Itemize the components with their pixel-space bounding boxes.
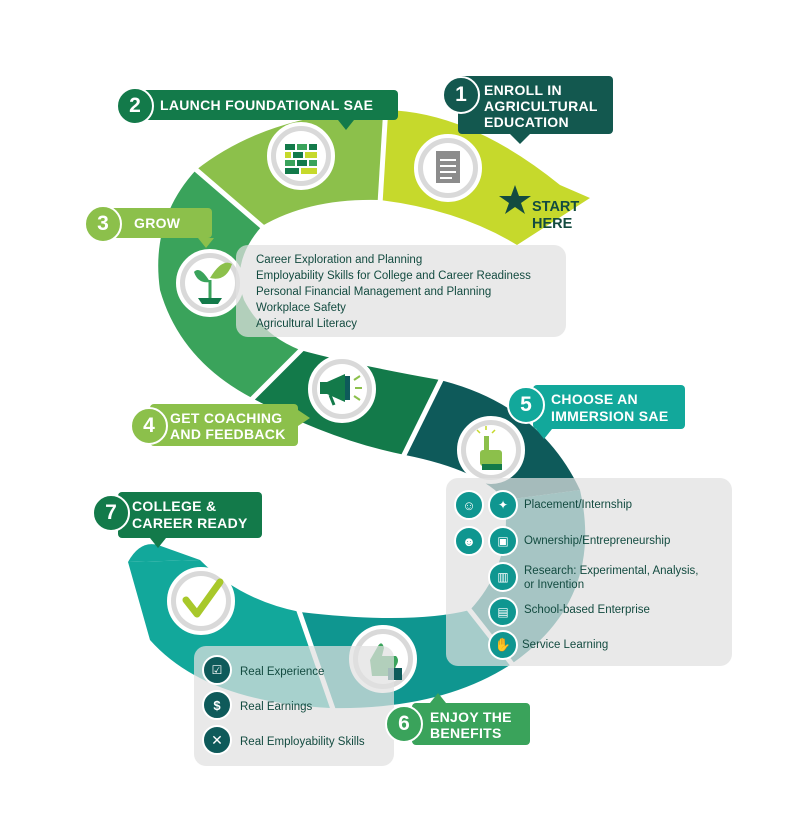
step-6-tail — [430, 693, 446, 703]
seedling-icon — [194, 262, 232, 304]
step-1-tail — [510, 134, 530, 144]
step-6-number: 6 — [385, 705, 423, 743]
step-7-line-1: COLLEGE & — [132, 498, 217, 514]
start-star-icon — [499, 185, 531, 214]
step-5-line-1: CHOOSE AN — [551, 391, 638, 407]
placement-group-icon: ✦ — [488, 490, 518, 520]
step-4-number: 4 — [130, 407, 168, 445]
step-6-line-1: ENJOY THE — [430, 709, 512, 725]
tools-icon: ✕ — [202, 725, 232, 755]
immersion-option: Service Learning — [522, 639, 609, 651]
grow-item: Workplace Safety — [256, 302, 346, 314]
step-4-line-2: AND FEEDBACK — [170, 426, 286, 442]
grow-item: Personal Financial Management and Planni… — [256, 286, 492, 298]
helping-hand-icon: ✋ — [488, 630, 518, 660]
step-7-number: 7 — [92, 494, 130, 532]
step-7-label: COLLEGE & CAREER READY — [118, 492, 262, 538]
step-7-line-2: CAREER READY — [132, 515, 248, 531]
step-7-tail — [150, 538, 166, 548]
step-3-number: 3 — [84, 205, 122, 243]
step-1-number: 1 — [442, 76, 480, 114]
step-3-tail — [198, 238, 214, 248]
start-line-1: START — [532, 199, 580, 215]
grow-items-panel — [236, 245, 566, 337]
step-6-line-2: BENEFITS — [430, 725, 502, 741]
step-5-line-2: IMMERSION SAE — [551, 408, 669, 424]
benefit-item: Real Experience — [240, 666, 325, 678]
segment-ready-end — [128, 544, 200, 562]
step-4-label: GET COACHING AND FEEDBACK — [150, 404, 298, 446]
grow-item: Career Exploration and Planning — [256, 254, 423, 266]
immersion-option: or Invention — [524, 579, 585, 591]
step-2-title: LAUNCH FOUNDATIONAL SAE — [160, 97, 374, 113]
raised-hand-icon — [476, 426, 502, 470]
step-2-tail — [338, 120, 354, 130]
document-icon — [436, 151, 460, 183]
step-6-label: ENJOY THE BENEFITS — [412, 703, 530, 745]
benefit-item: Real Employability Skills — [240, 736, 365, 748]
step-1-label: ENROLL IN AGRICULTURAL EDUCATION — [458, 76, 613, 134]
megaphone-icon — [320, 374, 362, 406]
step-1-line-1: ENROLL IN — [484, 82, 562, 98]
research-chart-icon: ▥ — [488, 562, 518, 592]
bricks-icon — [285, 144, 317, 174]
briefcase-icon: ▣ — [488, 526, 518, 556]
step-5-label: CHOOSE AN IMMERSION SAE — [533, 385, 685, 429]
checklist-icon: ☑ — [202, 655, 232, 685]
start-line-2: HERE — [532, 216, 573, 232]
grow-item: Employability Skills for College and Car… — [256, 270, 531, 282]
grow-item: Agricultural Literacy — [256, 318, 357, 330]
step-5-number: 5 — [507, 386, 545, 424]
immersion-option: Placement/Internship — [524, 499, 633, 511]
step-3-title: GROW — [134, 215, 181, 231]
benefit-item: Real Earnings — [240, 701, 313, 713]
step-1-line-3: EDUCATION — [484, 114, 569, 130]
ownership-people-icon: ☻ — [454, 526, 484, 556]
money-bag-icon: $ — [202, 690, 232, 720]
immersion-option: School-based Enterprise — [524, 604, 650, 616]
immersion-option: Research: Experimental, Analysis, — [524, 565, 699, 577]
step-5-tail — [536, 429, 552, 439]
step-4-line-1: GET COACHING — [170, 410, 283, 426]
placement-person-icon: ☺ — [454, 490, 484, 520]
immersion-option: Ownership/Entrepreneurship — [524, 535, 671, 547]
school-building-icon: ▤ — [488, 597, 518, 627]
step-4-tail — [298, 410, 310, 426]
step-1-line-2: AGRICULTURAL — [484, 98, 598, 114]
step-2-number: 2 — [116, 87, 154, 125]
step-2-label: LAUNCH FOUNDATIONAL SAE — [132, 90, 398, 120]
checkmark-icon — [182, 578, 224, 618]
start-here-label: START HERE — [532, 199, 579, 233]
